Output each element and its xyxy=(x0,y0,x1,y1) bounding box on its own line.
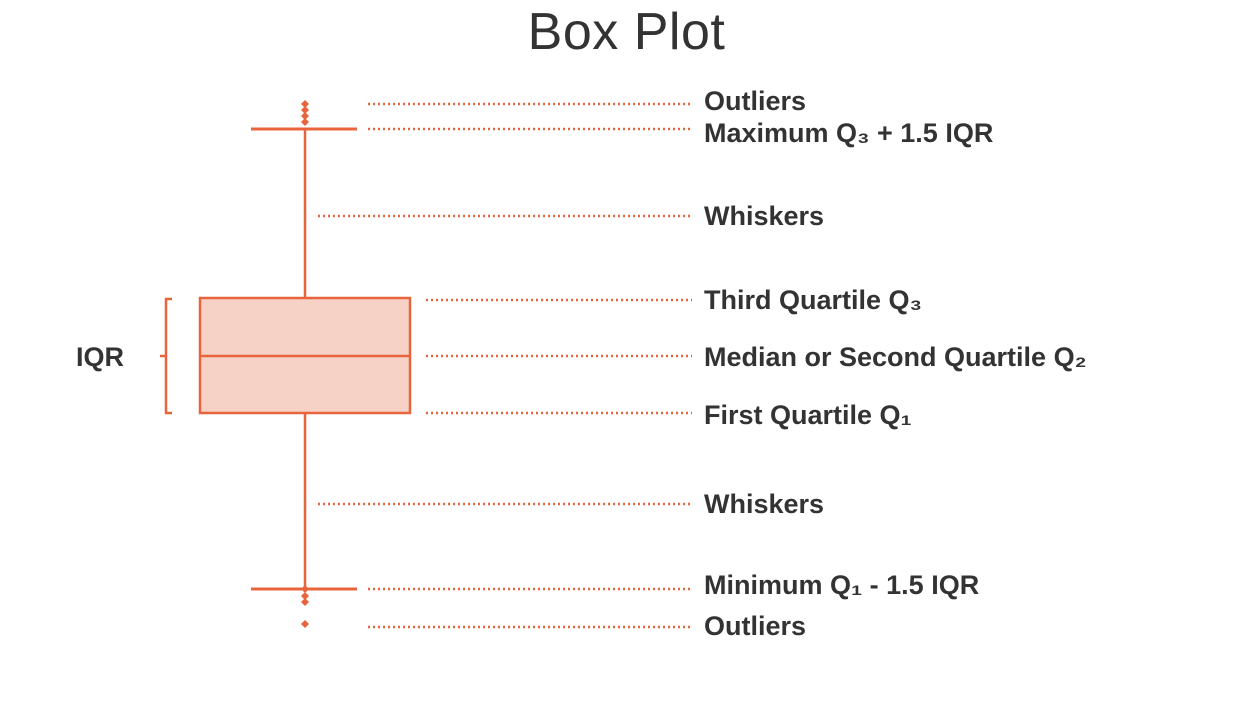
label-third-quartile: Third Quartile Q₃ xyxy=(704,285,923,315)
iqr-bracket xyxy=(160,297,172,415)
outliers-top-markers xyxy=(301,100,309,126)
label-outliers-top: Outliers xyxy=(704,86,807,116)
label-outliers-bottom: Outliers xyxy=(704,611,807,641)
label-minimum: Minimum Q₁ - 1.5 IQR xyxy=(704,570,980,600)
label-median: Median or Second Quartile Q₂ xyxy=(704,342,1087,372)
label-maximum: Maximum Q₃ + 1.5 IQR xyxy=(704,118,994,148)
label-first-quartile: First Quartile Q₁ xyxy=(704,400,912,430)
iqr-label: IQR xyxy=(76,342,125,372)
label-whiskers-top: Whiskers xyxy=(704,201,825,231)
diagram-title: Box Plot xyxy=(527,3,726,61)
leader-lines xyxy=(318,102,692,629)
label-whiskers-bottom: Whiskers xyxy=(704,489,825,519)
outliers-bottom-markers xyxy=(301,585,309,628)
